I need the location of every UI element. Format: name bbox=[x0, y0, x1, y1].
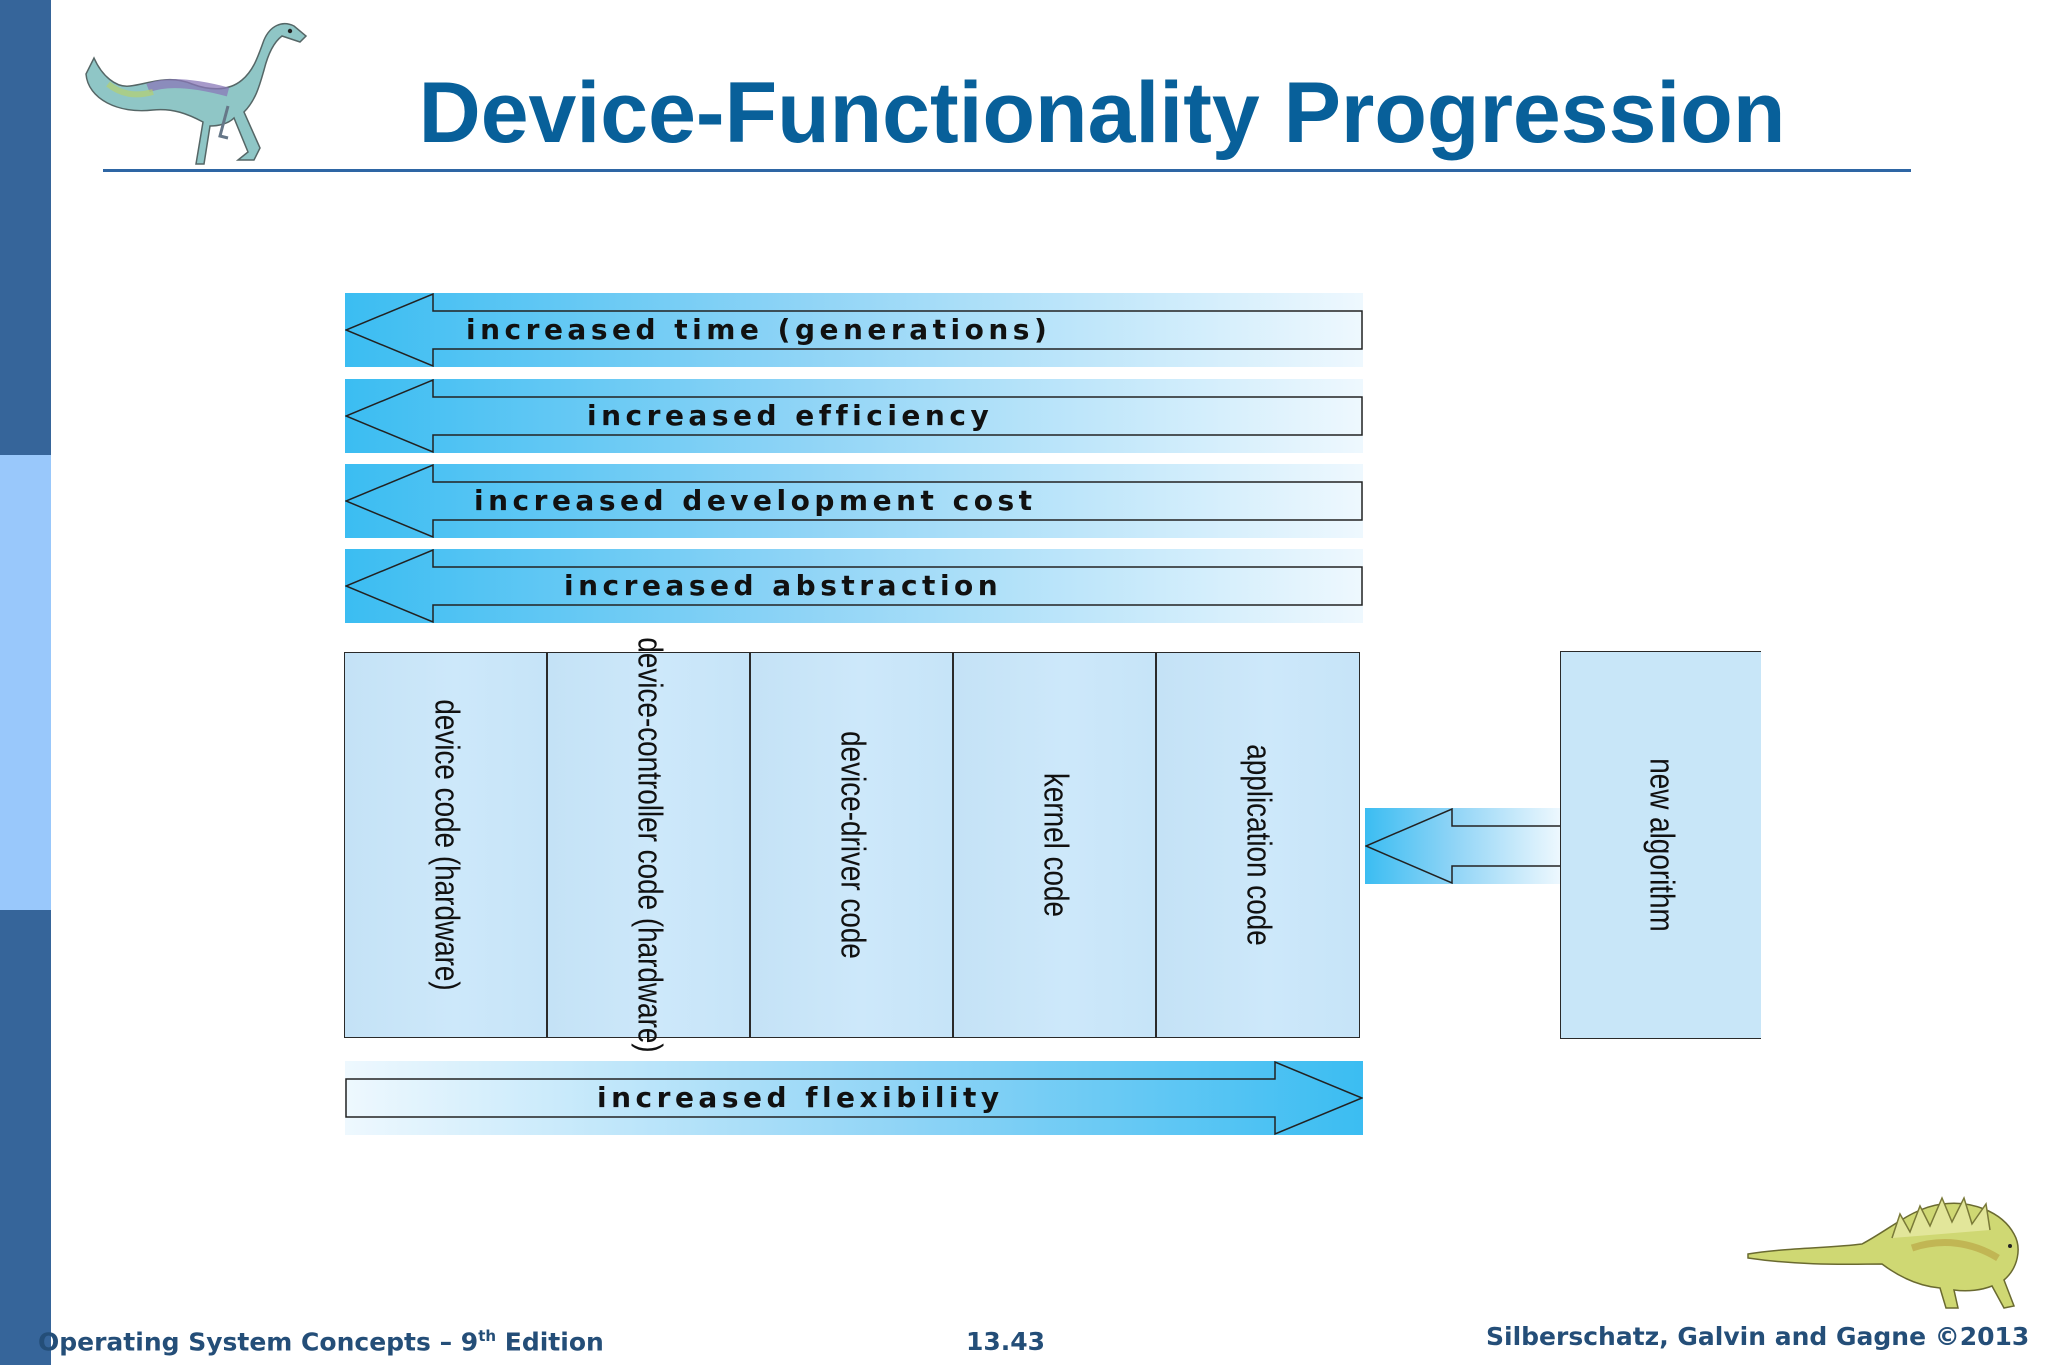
slide-sidebar bbox=[0, 0, 51, 1365]
arrow-label: increased time (generations) bbox=[466, 313, 1052, 346]
layer-device-code: device code (hardware) bbox=[344, 652, 547, 1038]
layer-label: kernel code bbox=[1036, 772, 1074, 918]
right-arrow-icon bbox=[345, 1061, 1363, 1135]
sidebar-band-bottom bbox=[0, 910, 51, 1365]
arrow-increased-efficiency: increased efficiency bbox=[345, 379, 1363, 453]
arrow-label: increased efficiency bbox=[587, 399, 994, 432]
new-algorithm-box: new algorithm bbox=[1560, 651, 1761, 1039]
footer-book-title-prefix: Operating System Concepts – 9 bbox=[38, 1327, 479, 1357]
layer-label: device-driver code bbox=[833, 731, 871, 959]
sidebar-band-middle bbox=[0, 455, 51, 910]
arrow-increased-abstraction: increased abstraction bbox=[345, 549, 1363, 623]
arrow-increased-time: increased time (generations) bbox=[345, 293, 1363, 367]
arrow-label: increased development cost bbox=[474, 484, 1037, 517]
slide-title: Device-Functionality Progression bbox=[418, 65, 1786, 161]
layer-device-controller-code: device-controller code (hardware) bbox=[547, 637, 750, 1053]
footer-book-title-suffix: Edition bbox=[496, 1327, 604, 1357]
arrow-label: increased abstraction bbox=[564, 569, 1003, 602]
left-arrow-icon bbox=[345, 464, 1363, 538]
layer-device-driver-code: device-driver code bbox=[750, 652, 953, 1038]
arrow-increased-flexibility: increased flexibility bbox=[345, 1061, 1363, 1135]
layer-label: device-controller code (hardware) bbox=[630, 637, 668, 1053]
footer-page-number: 13.43 bbox=[966, 1327, 1046, 1356]
title-underline bbox=[103, 169, 1911, 172]
layer-kernel-code: kernel code bbox=[953, 652, 1156, 1038]
footer-edition-superscript: th bbox=[478, 1327, 497, 1345]
sidebar-band-top bbox=[0, 0, 51, 455]
stegosaurus-mascot-icon bbox=[1747, 1195, 2019, 1309]
dinosaur-mascot-icon bbox=[85, 22, 308, 165]
arrow-label: increased flexibility bbox=[597, 1081, 1004, 1114]
left-arrow-icon bbox=[1365, 808, 1561, 884]
left-arrow-icon bbox=[345, 293, 1363, 367]
left-arrow-icon bbox=[345, 379, 1363, 453]
layer-stack: device code (hardware) device-controller… bbox=[344, 637, 1360, 1053]
layer-label: application code bbox=[1239, 744, 1278, 946]
footer-book-title: Operating System Concepts – 9th Edition bbox=[38, 1327, 604, 1356]
footer-copyright: Silberschatz, Galvin and Gagne ©2013 bbox=[1486, 1322, 2030, 1351]
new-algorithm-label: new algorithm bbox=[1642, 758, 1681, 932]
layer-label: device code (hardware) bbox=[427, 699, 465, 991]
arrow-increased-development-cost: increased development cost bbox=[345, 464, 1363, 538]
left-arrow-icon bbox=[345, 549, 1363, 623]
layer-application-code: application code bbox=[1156, 652, 1360, 1038]
